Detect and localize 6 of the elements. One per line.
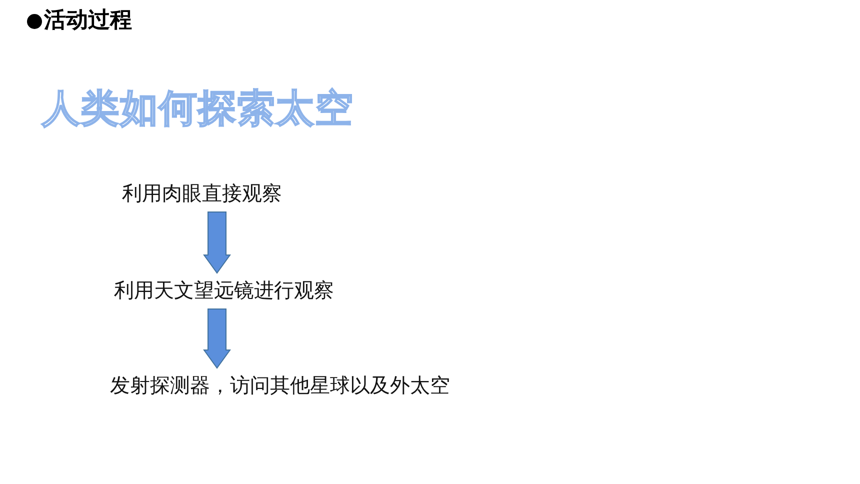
step-text: 利用天文望远镜进行观察 [114,277,334,303]
heading: 活动过程 [44,7,132,35]
step-text: 利用肉眼直接观察 [122,180,282,206]
step-text: 发射探测器，访问其他星球以及外太空 [110,372,450,398]
block-arrow [203,212,231,274]
block-arrow [203,308,231,369]
